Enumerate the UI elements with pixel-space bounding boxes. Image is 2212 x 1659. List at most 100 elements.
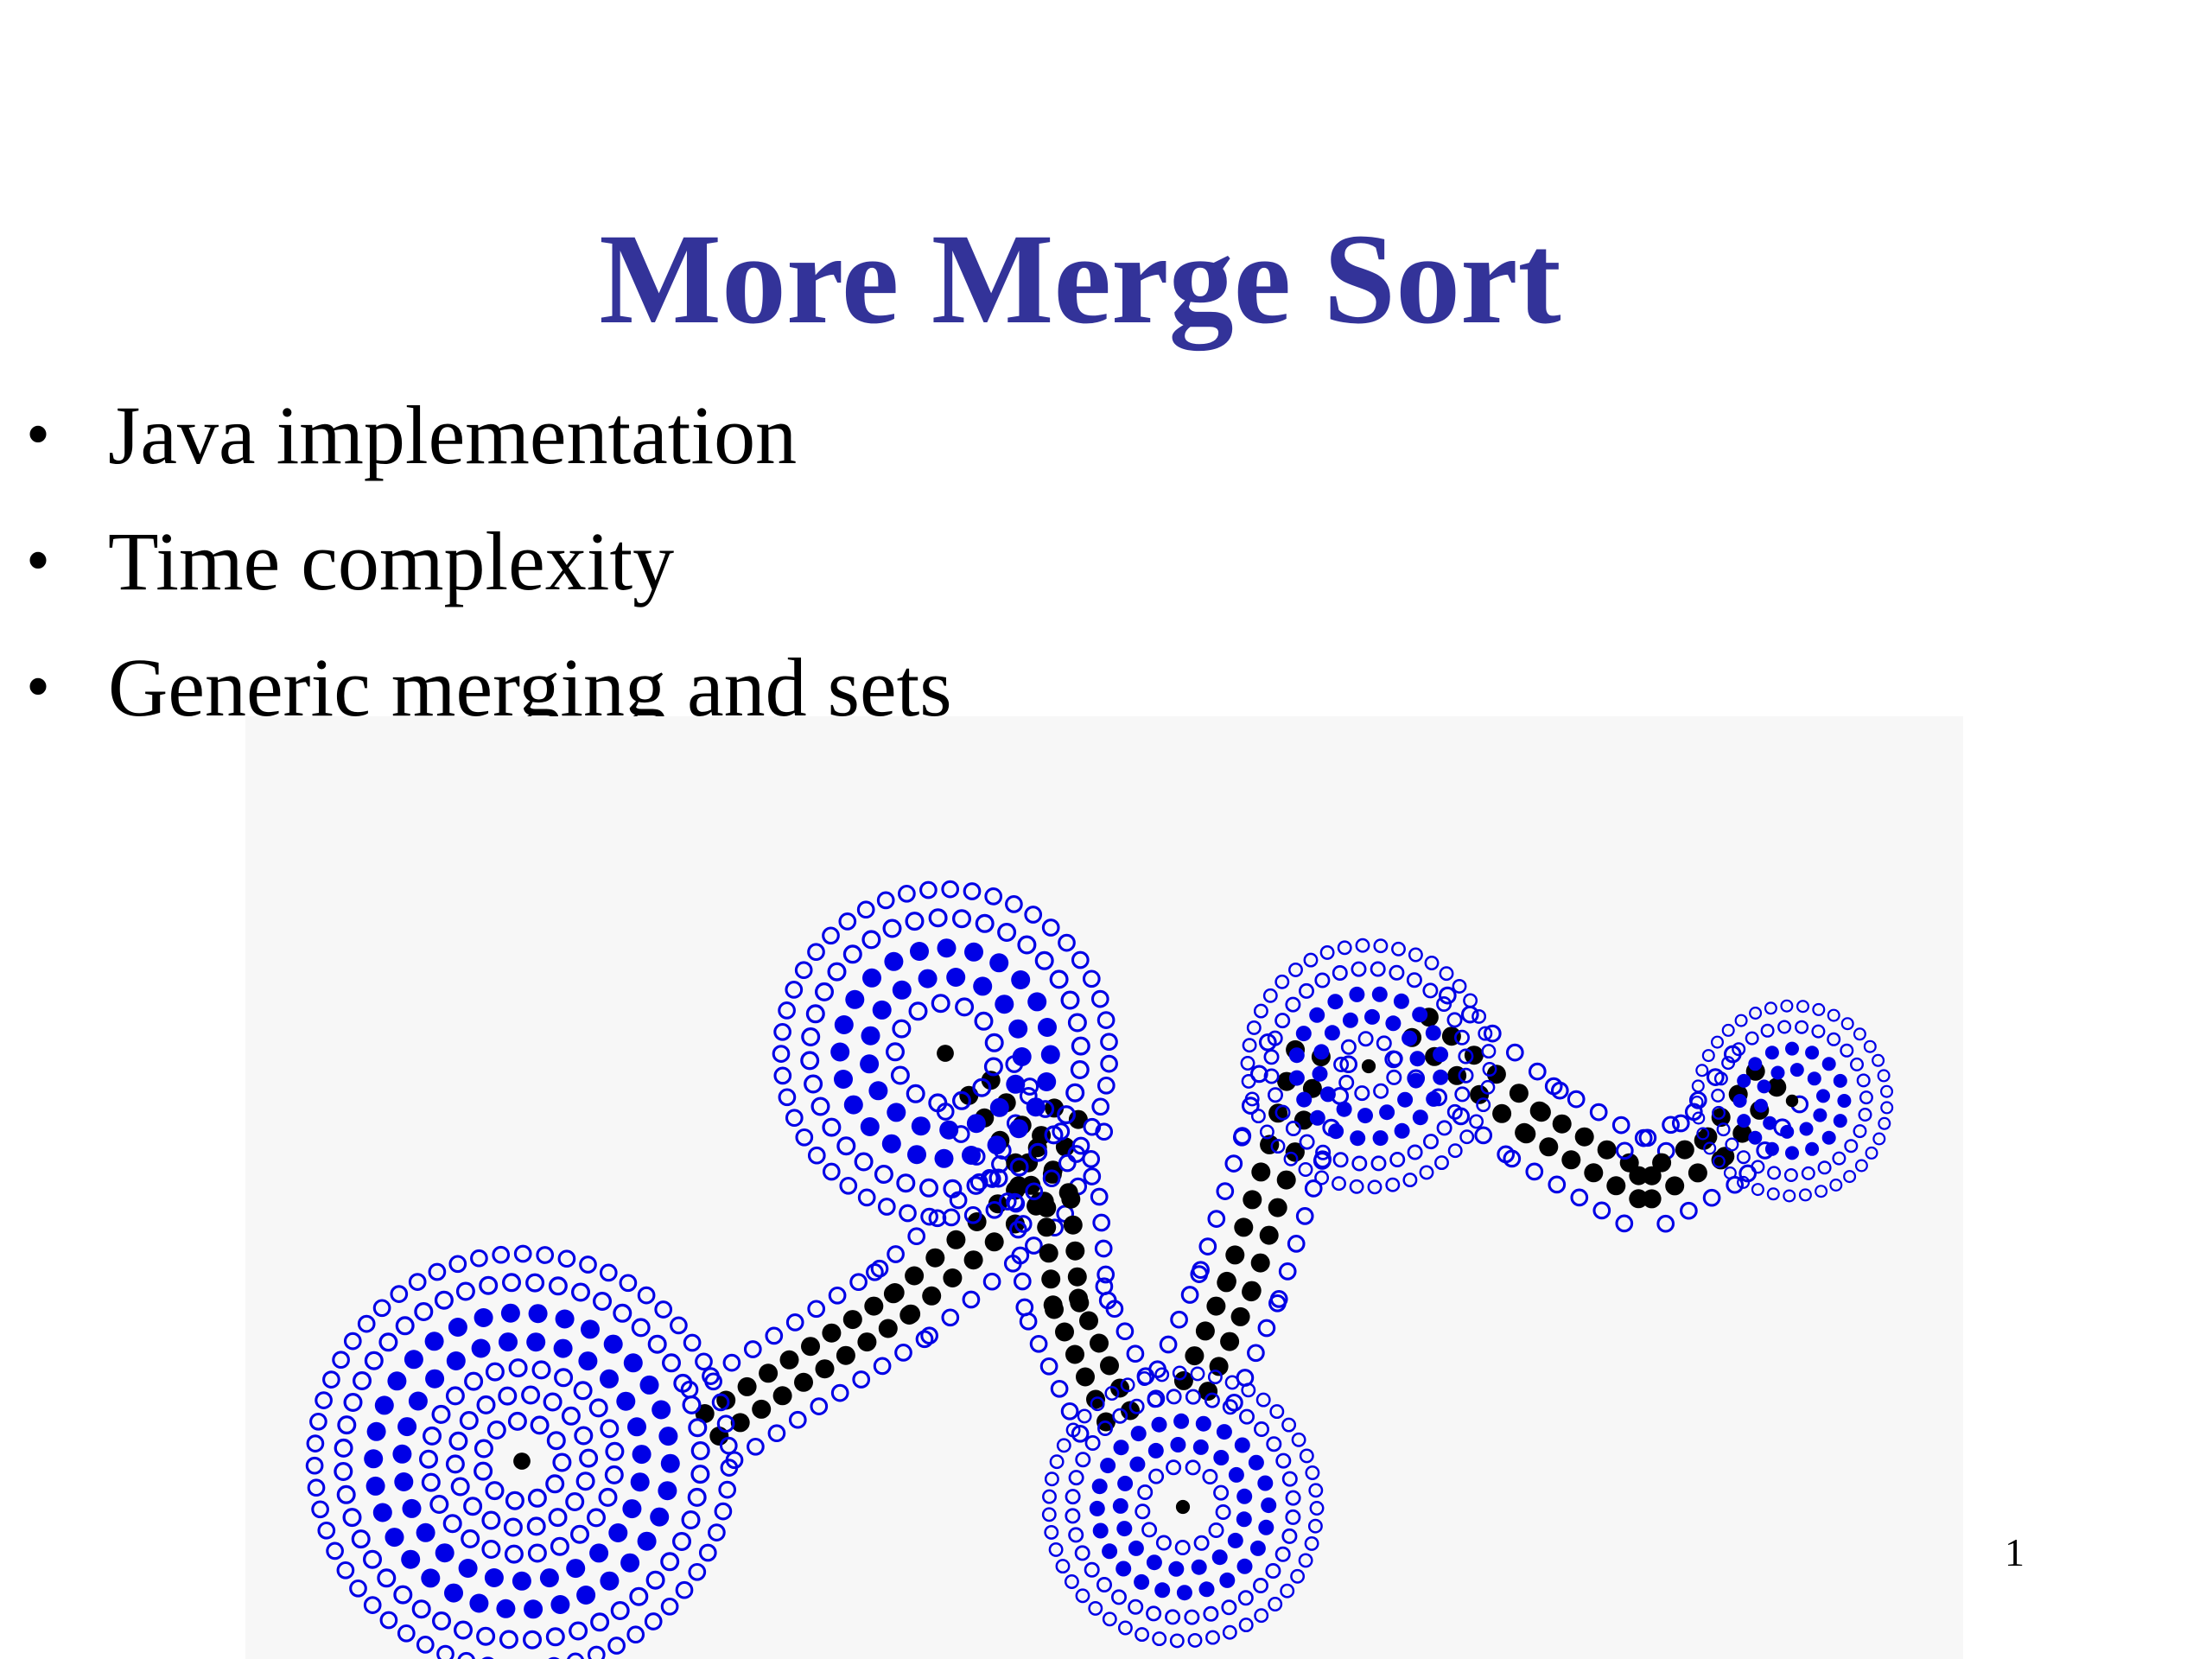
hollow-dot [619,1274,638,1293]
hollow-dot [1065,1508,1081,1524]
hollow-dot [695,1352,713,1371]
hollow-dot [1166,1459,1182,1476]
bullet-item: • Java implementation [26,372,952,498]
filled-dot [834,1015,854,1034]
hollow-dot [1340,1039,1357,1055]
hollow-dot [1592,1201,1611,1220]
hollow-dot [1250,1109,1266,1124]
hollow-dot [982,1272,1001,1291]
filled-dot [1748,1057,1763,1071]
hollow-dot [1096,1420,1113,1436]
filled-dot [911,1116,931,1136]
hollow-dot [1436,1120,1452,1136]
hollow-dot [393,1585,413,1605]
hollow-dot [906,1084,925,1103]
hollow-dot [952,909,972,929]
filled-dot [1220,1332,1240,1351]
hollow-dot [1710,1035,1724,1049]
filled-dot [1732,1123,1752,1143]
hollow-dot [461,1529,480,1548]
hollow-dot [743,1340,762,1358]
hollow-dot [474,1461,493,1481]
filled-dot [1785,1094,1799,1108]
filled-dot [1257,1475,1274,1491]
hollow-dot [1370,1155,1387,1172]
hollow-dot [1333,1056,1350,1072]
hollow-dot [1083,1167,1102,1185]
filled-dot [1764,1046,1779,1060]
hollow-dot [1389,964,1405,981]
hollow-dot [852,1370,871,1389]
hollow-dot [671,1532,691,1552]
filled-dot [861,1026,880,1046]
filled-dot [1037,1217,1057,1237]
hollow-dot [586,1508,606,1528]
hollow-dot [1471,1008,1487,1024]
hollow-dot [351,1529,371,1549]
hollow-dot [1287,1235,1306,1253]
hollow-dot [1117,1620,1133,1636]
hollow-dot [747,1437,765,1456]
filled-dot [1313,1044,1330,1060]
filled-dot [1349,986,1365,1002]
hollow-dot [1068,1470,1084,1486]
hollow-dot [579,1255,597,1274]
filled-dot [1412,1007,1428,1023]
hollow-dot [714,1502,733,1521]
filled-dot [1268,1198,1287,1217]
hollow-dot [919,1178,939,1198]
hollow-dot [499,1630,518,1649]
filled-dot [937,938,957,958]
hollow-dot [1872,1053,1885,1067]
hollow-dot [1058,1154,1077,1173]
hollow-dot [856,900,875,919]
hollow-dot [531,1360,551,1380]
filled-dot [1652,1153,1672,1173]
hollow-dot [683,1333,702,1352]
hollow-dot [1065,1489,1081,1505]
hollow-dot [395,1316,415,1336]
hollow-dot [1285,1509,1301,1525]
filled-dot [1006,1074,1026,1094]
hollow-dot [896,1173,916,1193]
hollow-dot [1338,1074,1355,1090]
filled-dot [397,1417,417,1437]
filled-dot [1261,1497,1277,1514]
hollow-dot [1725,1137,1739,1152]
hollow-dot [1548,1175,1567,1194]
hollow-dot [342,1508,362,1528]
page-number: 1 [2005,1530,2024,1574]
hollow-dot [1298,1162,1313,1177]
hollow-dot [1265,1562,1281,1579]
hollow-dot [1100,1033,1118,1052]
hollow-dot [1680,1201,1698,1220]
hollow-dot [353,1371,372,1391]
hollow-dot [962,1290,981,1309]
filled-dot [650,1507,670,1527]
hollow-dot [1041,918,1060,937]
hollow-dot [364,1351,384,1370]
hollow-dot [1049,1454,1065,1470]
hollow-dot [807,1300,826,1319]
filled-dot [372,1503,392,1522]
filled-dot [394,1472,414,1491]
filled-dot [1433,1069,1449,1085]
filled-dot [364,1449,384,1469]
hollow-dot [1013,1272,1032,1291]
filled-dot [907,1145,926,1165]
hollow-dot [592,1292,612,1312]
hollow-dot [1858,1108,1872,1122]
filled-dot [1328,1123,1344,1140]
hollow-dot [1337,940,1352,956]
hollow-dot [521,1385,541,1405]
hollow-dot [600,1419,620,1439]
hollow-dot [1319,944,1335,960]
hollow-dot [773,1066,792,1085]
filled-dot [1242,1281,1262,1300]
hollow-dot [1267,1030,1283,1046]
hollow-dot [481,1540,501,1560]
filled-dot [1113,1440,1129,1456]
filled-dot [857,1332,877,1352]
hollow-dot [788,1410,807,1429]
filled-dot [1813,1108,1827,1122]
